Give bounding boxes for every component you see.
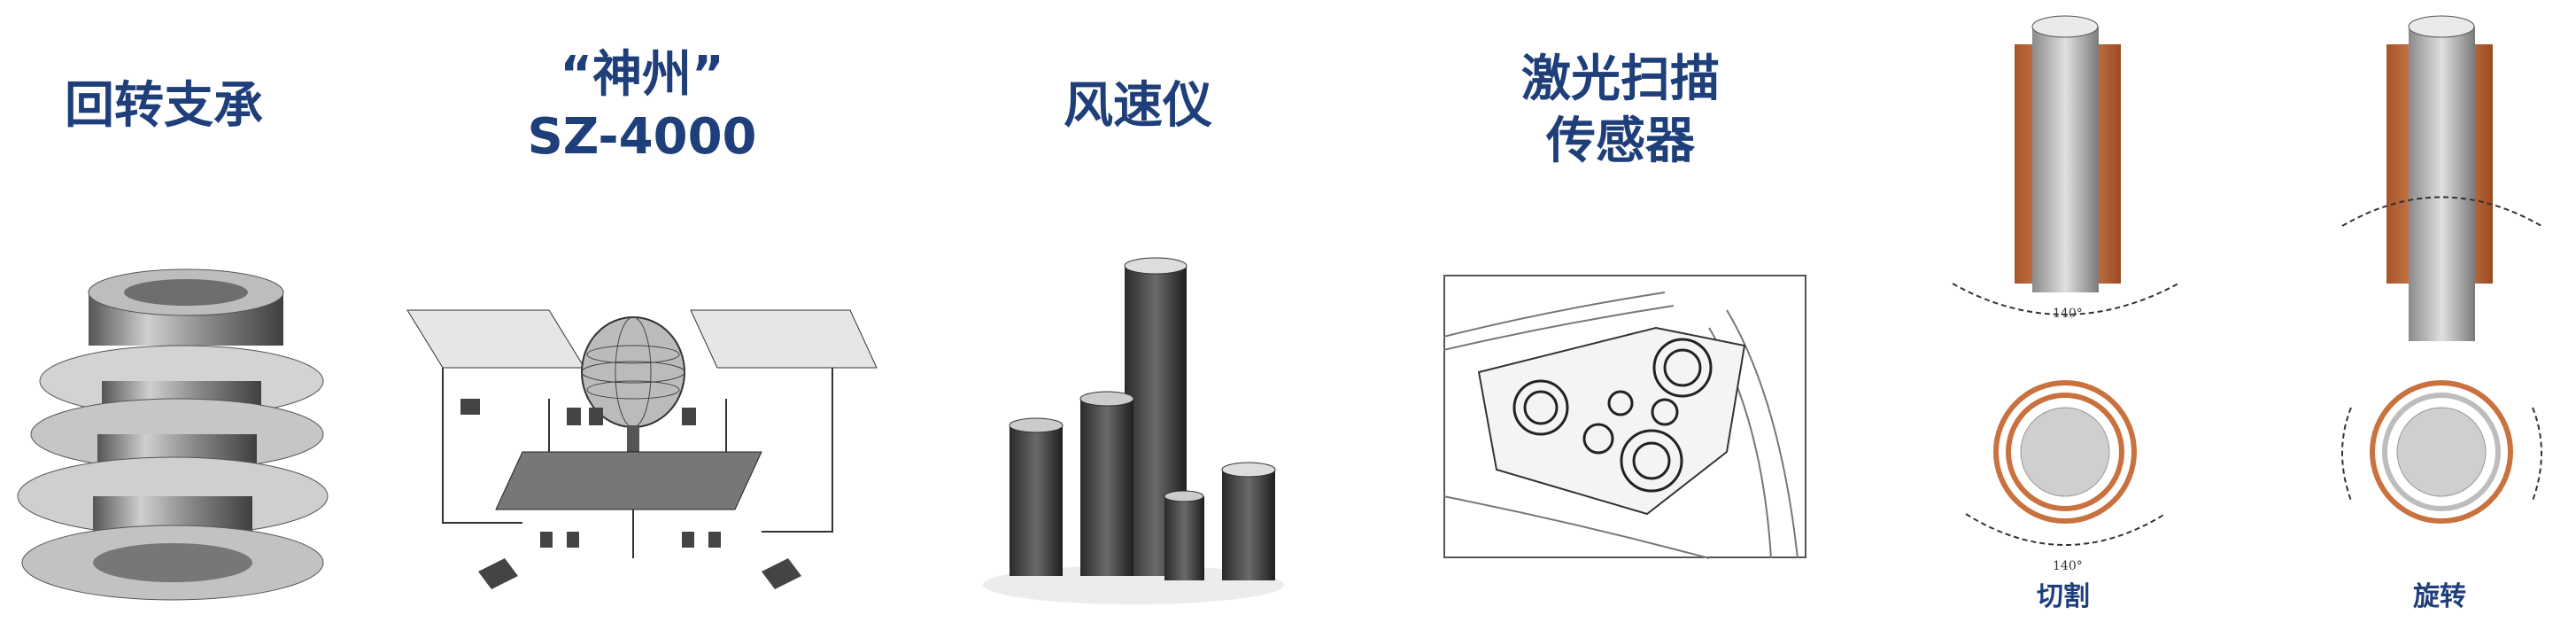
tower-footprints <box>1512 338 1713 493</box>
title-line: 回转支承 <box>65 77 263 135</box>
rotate-plan-view <box>2370 380 2513 524</box>
shenzhou-system-diagram <box>406 309 878 589</box>
title-anemometer: 风速仪 <box>1027 75 1249 137</box>
sphere-structure <box>581 316 685 461</box>
connection-lines <box>442 368 833 558</box>
bearing-ring-3 <box>30 398 324 478</box>
title-line: 风速仪 <box>1064 77 1212 135</box>
equipment-boxes <box>460 399 801 589</box>
site-boundary <box>1477 326 1746 516</box>
steel-core <box>2409 27 2475 341</box>
column-right <box>1221 462 1276 580</box>
title-shenzhou: “神州” SZ-4000 <box>496 44 788 168</box>
angle-label-bottom: 140° <box>2053 559 2083 573</box>
rotation-arrow-top <box>2341 196 2542 227</box>
bearing-ring-5 <box>21 525 324 601</box>
laser-scan-site-plan <box>1443 275 1806 559</box>
cut-illustration: 140° 140° <box>1952 15 2179 573</box>
column-mid <box>1079 391 1134 576</box>
slewing-bearing-illustration <box>17 268 329 601</box>
title-laser-scan: 激光扫描 传感器 <box>1488 49 1753 173</box>
caption-cut: 切割 <box>2037 581 2090 612</box>
steel-core <box>2032 27 2099 292</box>
anemometer-columns <box>983 257 1284 604</box>
road-curves <box>1443 292 1799 559</box>
column-small <box>1164 490 1204 580</box>
left-panel-plate <box>406 309 585 369</box>
angle-arc-top <box>1952 283 2179 315</box>
title-slewing-bearing: 回转支承 <box>49 75 279 137</box>
rotate-illustration <box>2341 15 2542 524</box>
title-line: 激光扫描 <box>1521 51 1720 108</box>
title-line: 传感器 <box>1546 113 1695 170</box>
right-panel-plate <box>690 309 878 369</box>
base-grid-platform <box>495 451 762 510</box>
angle-label-top: 140° <box>2053 307 2083 321</box>
rotation-arrow-right <box>2532 407 2542 502</box>
title-line: “神州” <box>560 46 724 104</box>
rotation-arrow-left <box>2341 407 2352 502</box>
caption-rotate: 旋转 <box>2413 581 2466 612</box>
bearing-ring-1 <box>88 268 284 346</box>
title-line: SZ-4000 <box>527 108 757 166</box>
column-left <box>1009 417 1064 576</box>
angle-arc-bottom <box>1965 513 2166 546</box>
cut-plan-view <box>1993 380 2137 524</box>
